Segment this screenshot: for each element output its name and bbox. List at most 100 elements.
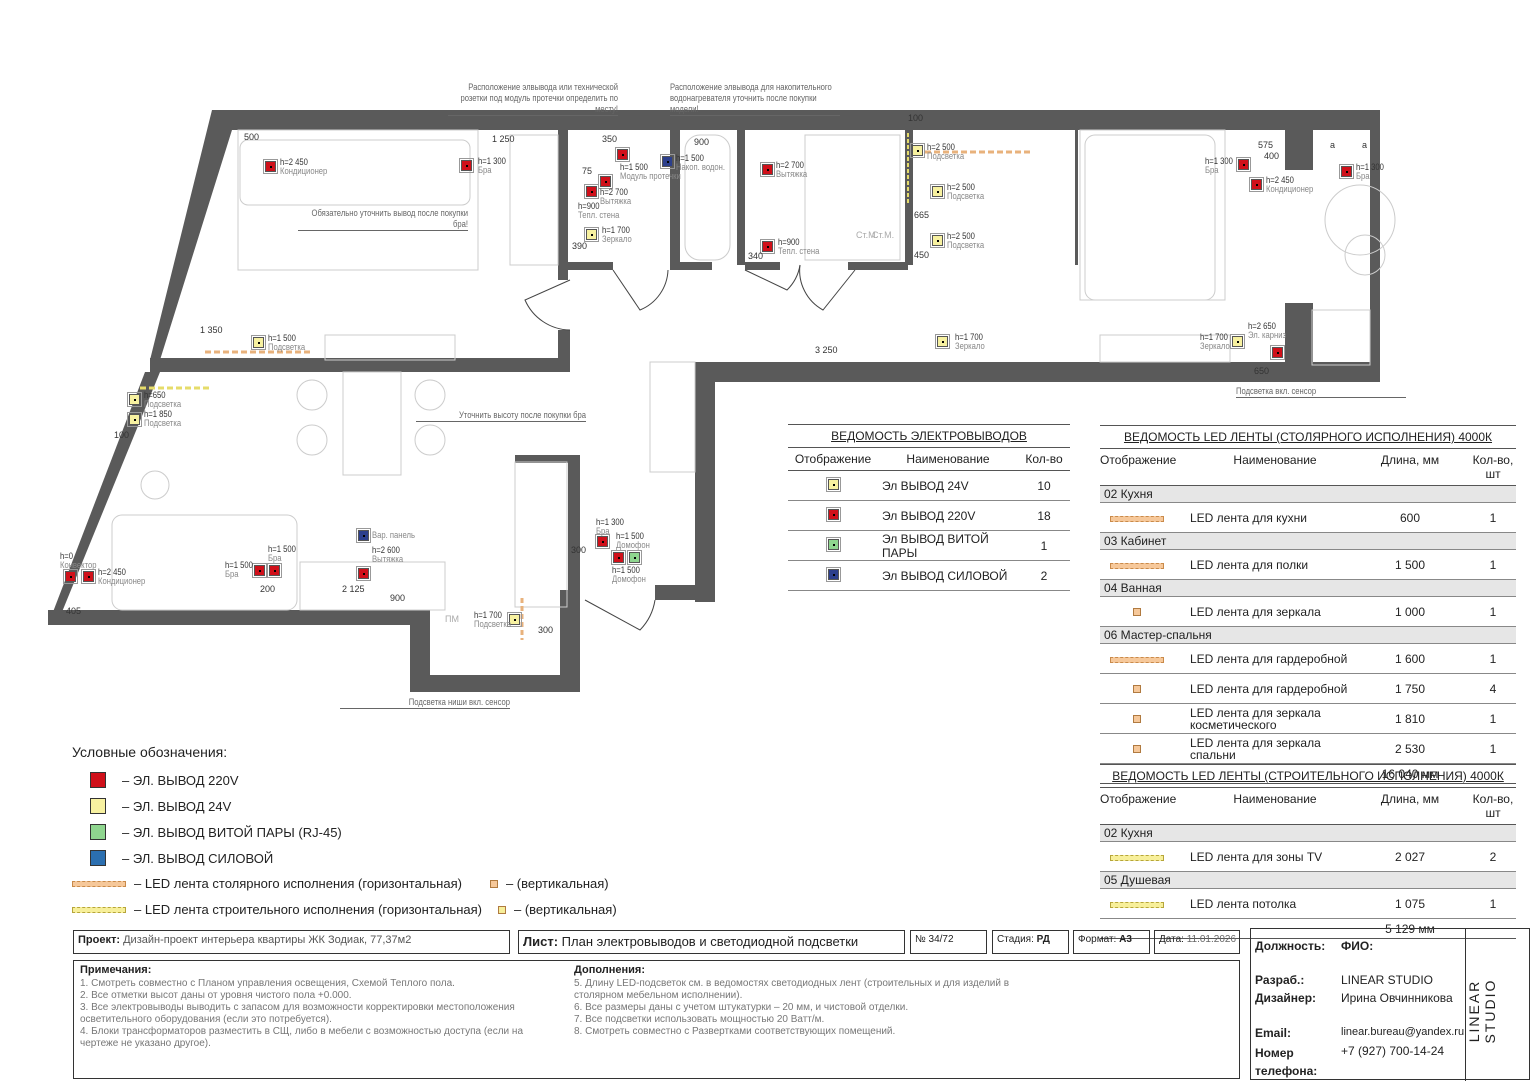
col-display: Отображение [794,452,872,466]
outlet-name: Подсветка [927,151,965,161]
led-strip-icon [1133,714,1141,723]
outlet-height: h=1 300 [1205,156,1233,166]
dimension-label: 405 [66,606,82,616]
outlet-name: Бра [478,165,492,175]
led-length: 1 500 [1394,557,1426,572]
outlet-qty: 1 [1040,538,1048,553]
wall [558,262,613,270]
outlet-label: Вар. панель [372,531,415,540]
dimension-label: a [1362,140,1368,150]
wall [558,130,568,280]
led-name: LED лента для зеркала [1190,604,1321,619]
outlet-name: Домофон [616,540,650,550]
dimension-label: 300 [571,545,587,555]
outlet-name: Эл ВЫВОД СИЛОВОЙ [882,568,1008,583]
led-qty: 1 [1489,741,1497,756]
led-strip-icon [1133,607,1141,616]
column-header: Наименование [1233,453,1317,467]
led-qty: 2 [1489,849,1497,864]
led-name: LED лента для зоны TV [1190,849,1323,864]
outlet-height: h=2 500 [947,182,975,192]
outlet-24v-marker [127,412,142,427]
col-name: Наименование [906,452,990,466]
outlet-24v-marker [1230,334,1245,349]
outlet-220v-marker [1339,164,1354,179]
outlet-height: h=2 450 [98,567,126,577]
outlet-24v-marker [930,233,945,248]
outlet-name: Подсветка [144,418,182,428]
legend-item: – ЭЛ. ВЫВОД СИЛОВОЙ [122,850,274,866]
sheet-field: Лист: План электровыводов и светодиодной… [518,930,905,954]
outlet-height: h=1 500 [268,544,296,554]
led-qty: 1 [1489,557,1497,572]
callout-note: Расположение элвывода для накопительного… [670,82,840,116]
outlet-220v-marker [1270,345,1285,360]
outlet-24v-marker [251,335,266,350]
outlet-220v-marker [598,174,613,189]
wall [560,590,580,692]
outlet-220v-marker [1249,177,1264,192]
wall-top [150,110,1380,360]
wall [745,262,780,270]
led-strip-icon [1110,562,1164,569]
outlet-name: Вытяжка [776,169,808,179]
dimension-label: 340 [748,251,764,261]
addition-item: 6. Все размеры даны с учетом штукатурки … [574,1002,909,1013]
additions-title: Дополнения: [574,964,646,976]
led-qty: 4 [1489,681,1497,696]
led-length: 2 027 [1394,849,1426,864]
outlet-qty: 2 [1040,568,1048,583]
outlet-name: Модуль протечки [620,171,681,181]
outlet-name: Вытяжка [600,196,632,206]
outlet-name: Кондиционер [280,166,328,176]
legend-item: – LED лента столярного исполнения (гориз… [134,876,462,891]
column-header: Кол-во, шт [1472,792,1514,820]
led-name: LED лента для кухни [1190,510,1307,525]
outlet-power-marker [356,528,371,543]
outlet-height: h=1 500 [676,153,704,163]
column-header: Отображение [1100,792,1177,806]
outlet-name: Вар. панель [372,530,415,540]
led-total: 16 040 мм [1100,764,1516,784]
outlet-name: Бра [596,526,610,536]
led-symbol [1100,511,1174,525]
addition-item: 8. Смотреть совместно с Развертками соот… [574,1026,896,1037]
column-header: Наименование [1233,792,1317,806]
signature-block: Должность: ФИО: Разраб.: LINEAR STUDIO Д… [1250,928,1530,1081]
led-strips [140,133,1030,640]
led-length: 1 750 [1394,681,1426,696]
dimension-label: 1 250 [492,134,515,144]
outlet-height: h=1 500 [612,565,640,575]
outlet-symbol [788,566,878,583]
outlet-name: Вытяжка [372,554,404,564]
joinery-strip-icon [72,880,126,887]
led-build-table: ВЕДОМОСТЬ LED ЛЕНТЫ (СТРОИТЕЛЬНОГО ИСПОЛ… [1100,764,1516,939]
outlet-name: Эл ВЫВОД 24V [882,478,969,493]
wall-window-left [48,372,160,625]
outlet-height: h=2 600 [372,545,400,555]
outlet-name: Подсветка [144,399,182,409]
email-link[interactable]: linear.bureau@yandex.ru [1341,1026,1465,1038]
led-qty: 1 [1489,711,1497,726]
wall [737,130,745,265]
outlet-name: Домофон [612,574,646,584]
outlet-24v-marker [507,612,522,627]
